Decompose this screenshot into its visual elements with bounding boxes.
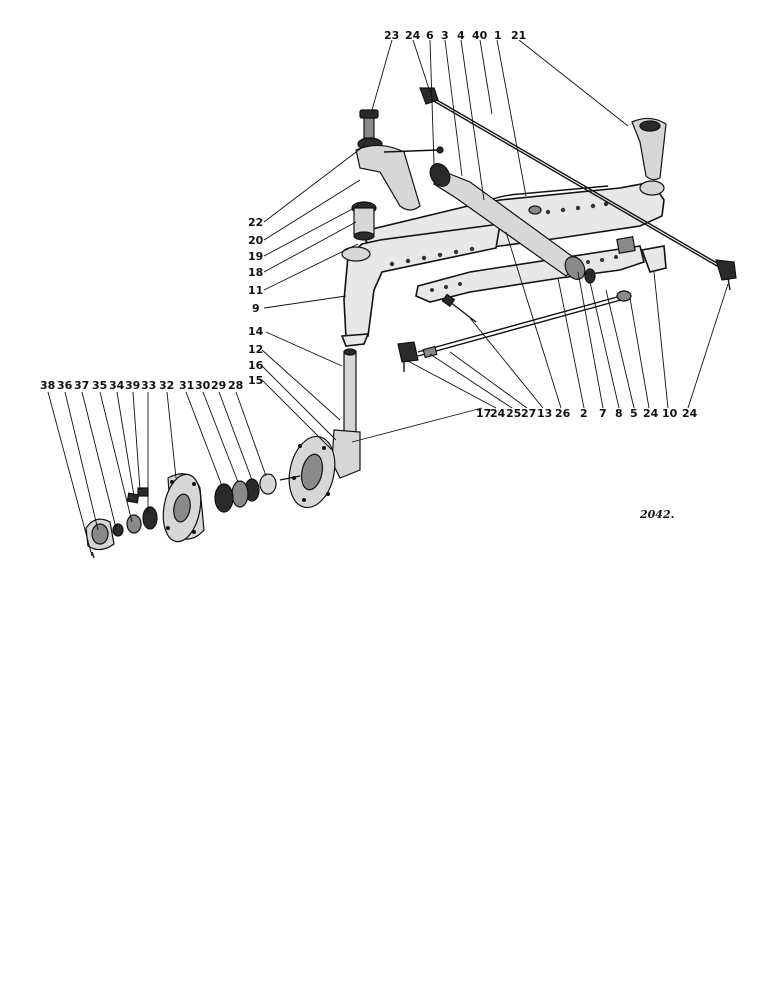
stub-axle xyxy=(279,348,361,509)
callout-9: 9 xyxy=(252,302,260,315)
callout-35: 35 xyxy=(92,379,107,392)
callout-27: 27 xyxy=(521,407,536,420)
callout-12: 12 xyxy=(248,343,263,356)
callout-36: 36 xyxy=(57,379,73,392)
callout-19: 19 xyxy=(248,250,263,263)
pivot-bolt xyxy=(441,293,477,323)
callout-6: 6 xyxy=(426,29,434,42)
callout-30: 30 xyxy=(195,379,211,392)
callout-39: 39 xyxy=(125,379,140,392)
callout-26: 26 xyxy=(555,407,571,420)
callout-25: 25 xyxy=(506,407,521,420)
centre-pivot-tube xyxy=(429,163,596,284)
callout-5: 5 xyxy=(630,407,638,420)
callout-17: 17 xyxy=(476,407,491,420)
callout-21: 21 xyxy=(511,29,526,42)
callout-32: 32 xyxy=(159,379,174,392)
callout-18: 18 xyxy=(248,266,263,279)
figure-number: 2042. xyxy=(639,508,675,521)
callout-13: 13 xyxy=(537,407,552,420)
callout-14: 14 xyxy=(248,325,264,338)
callout-10: 10 xyxy=(662,407,678,420)
callout-31: 31 xyxy=(179,379,194,392)
hub-assembly xyxy=(85,473,277,559)
track-rod-upper xyxy=(419,87,737,291)
callout-24-lower-a: 24 xyxy=(490,407,506,420)
callout-16: 16 xyxy=(248,359,264,372)
callout-24-top: 24 xyxy=(405,29,421,42)
callout-1: 1 xyxy=(494,29,502,42)
callout-40: 40 xyxy=(472,29,488,42)
track-rod-lower xyxy=(397,290,632,372)
callout-28: 28 xyxy=(228,379,243,392)
leader-lines xyxy=(47,39,729,557)
callout-24-lower-b: 24 xyxy=(643,407,659,420)
steering-arm-assembly xyxy=(351,109,444,241)
callout-4: 4 xyxy=(457,29,465,42)
callout-38: 38 xyxy=(40,379,55,392)
callout-labels-hub: 38 36 37 35 34 39 33 32 31 30 29 28 xyxy=(40,379,243,392)
axle-illustration xyxy=(85,87,737,559)
axle-beam-front xyxy=(415,236,667,303)
callout-3: 3 xyxy=(441,29,449,42)
callout-8: 8 xyxy=(615,407,623,420)
callout-37: 37 xyxy=(74,379,89,392)
callout-29: 29 xyxy=(211,379,226,392)
axle-beam-left xyxy=(340,223,501,347)
callout-7: 7 xyxy=(599,407,607,420)
callout-labels-bottom-right: 17 24 25 27 13 26 2 7 8 5 24 10 24 xyxy=(476,407,698,420)
callout-11: 11 xyxy=(248,284,263,297)
callout-labels-top: 23 24 6 3 4 40 1 21 xyxy=(384,29,526,42)
callout-33: 33 xyxy=(141,379,156,392)
callout-24-lower-c: 24 xyxy=(682,407,698,420)
callout-23: 23 xyxy=(384,29,399,42)
callout-2: 2 xyxy=(580,407,588,420)
callout-22: 22 xyxy=(248,216,263,229)
callout-15: 15 xyxy=(248,374,263,387)
callout-34: 34 xyxy=(109,379,125,392)
callout-20: 20 xyxy=(248,234,264,247)
callout-labels-left: 22 20 19 18 11 9 14 12 16 15 xyxy=(248,216,264,387)
steering-arm-spare xyxy=(631,117,667,181)
